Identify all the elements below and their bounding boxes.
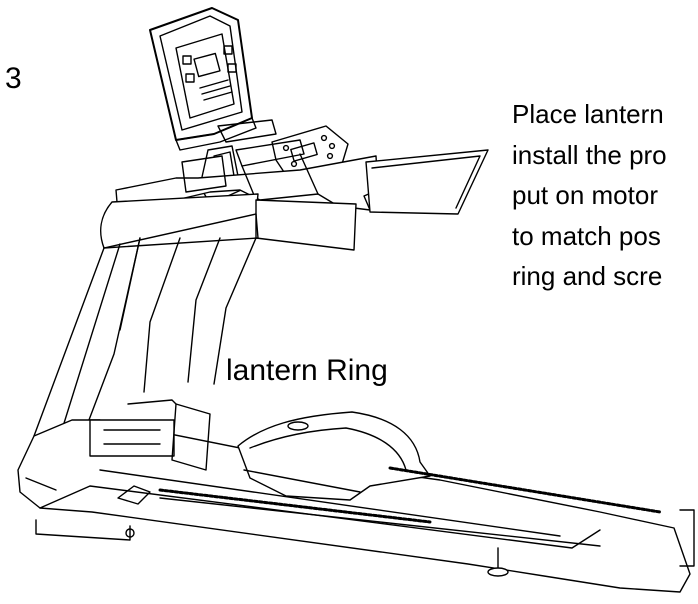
- instruction-line: install the pro: [512, 139, 667, 170]
- lantern-ring-assembly: [89, 399, 211, 505]
- side-tray: [365, 149, 489, 215]
- motor-hood: [237, 411, 431, 501]
- leveler-foot: [487, 547, 509, 577]
- instruction-line: ring and scre: [512, 261, 663, 291]
- rear-roller: [679, 509, 695, 567]
- step-number: 3: [5, 62, 22, 95]
- running-belt: [158, 466, 662, 547]
- lantern-ring-label: lantern Ring: [226, 354, 388, 387]
- upright-frame: [33, 193, 357, 471]
- instruction-line: put on motor: [512, 180, 658, 210]
- instruction-text: Place lantern install the pro put on mot…: [512, 94, 698, 297]
- instruction-line: Place lantern: [512, 99, 664, 129]
- console-display: [149, 7, 257, 151]
- instruction-line: to match pos: [512, 220, 661, 251]
